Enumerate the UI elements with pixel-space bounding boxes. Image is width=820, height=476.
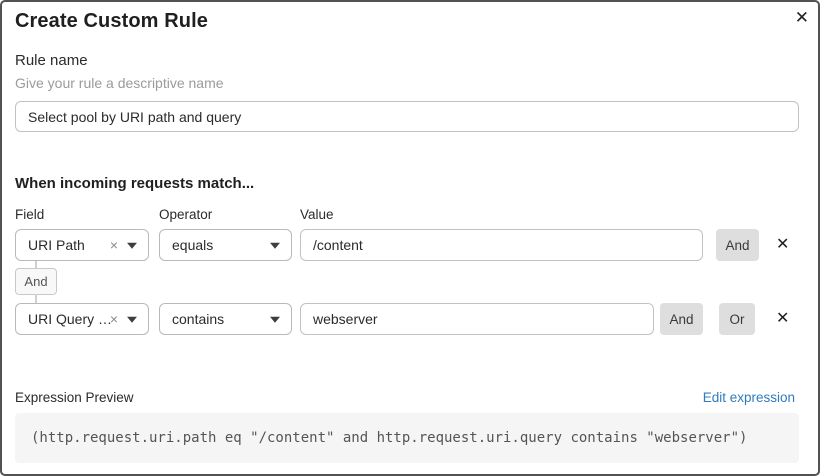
field-select-row2-value: URI Query St... (28, 311, 114, 327)
delete-row-icon-row1[interactable]: ✕ (776, 236, 790, 253)
rule-name-field-wrap (15, 101, 799, 132)
chevron-down-icon (270, 242, 280, 249)
expression-preview-code: (http.request.uri.path eq "/content" and… (15, 413, 799, 463)
operator-select-row2[interactable]: contains (159, 303, 292, 335)
column-label-value: Value (300, 207, 334, 222)
add-and-button-row2[interactable]: And (660, 303, 703, 335)
rule-name-input[interactable] (15, 101, 799, 132)
field-select-row1[interactable]: URI Path × (15, 229, 149, 261)
add-or-button-row2[interactable]: Or (719, 303, 755, 335)
chevron-down-icon (270, 316, 280, 323)
field-select-row1-value: URI Path (28, 237, 85, 253)
rule-name-helper: Give your rule a descriptive name (15, 75, 224, 91)
edit-expression-link[interactable]: Edit expression (702, 390, 795, 405)
value-input-row2[interactable] (300, 303, 654, 335)
connector-line-bottom (35, 294, 37, 304)
match-heading: When incoming requests match... (15, 175, 255, 192)
value-input-row1[interactable] (300, 229, 703, 261)
column-label-field: Field (15, 207, 45, 222)
field-select-row2[interactable]: URI Query St... × (15, 303, 149, 335)
value-field-wrap-row2 (300, 303, 654, 335)
operator-select-row2-value: contains (172, 311, 225, 327)
value-field-wrap-row1 (300, 229, 703, 261)
operator-select-row1[interactable]: equals (159, 229, 292, 261)
clear-icon[interactable]: × (109, 237, 118, 253)
add-and-button-row1[interactable]: And (716, 229, 759, 261)
connector-line-top (35, 261, 37, 270)
clear-icon[interactable]: × (109, 311, 118, 327)
operator-select-row1-value: equals (172, 237, 214, 253)
chevron-down-icon (127, 316, 137, 323)
delete-row-icon-row2[interactable]: ✕ (776, 310, 790, 327)
and-connector-badge: And (15, 268, 57, 295)
column-label-operator: Operator (159, 207, 213, 222)
rule-name-label: Rule name (15, 52, 88, 69)
chevron-down-icon (127, 242, 137, 249)
dialog-title: Create Custom Rule (15, 10, 208, 32)
expression-preview-label: Expression Preview (15, 390, 134, 405)
close-icon[interactable]: ✕ (794, 8, 809, 27)
